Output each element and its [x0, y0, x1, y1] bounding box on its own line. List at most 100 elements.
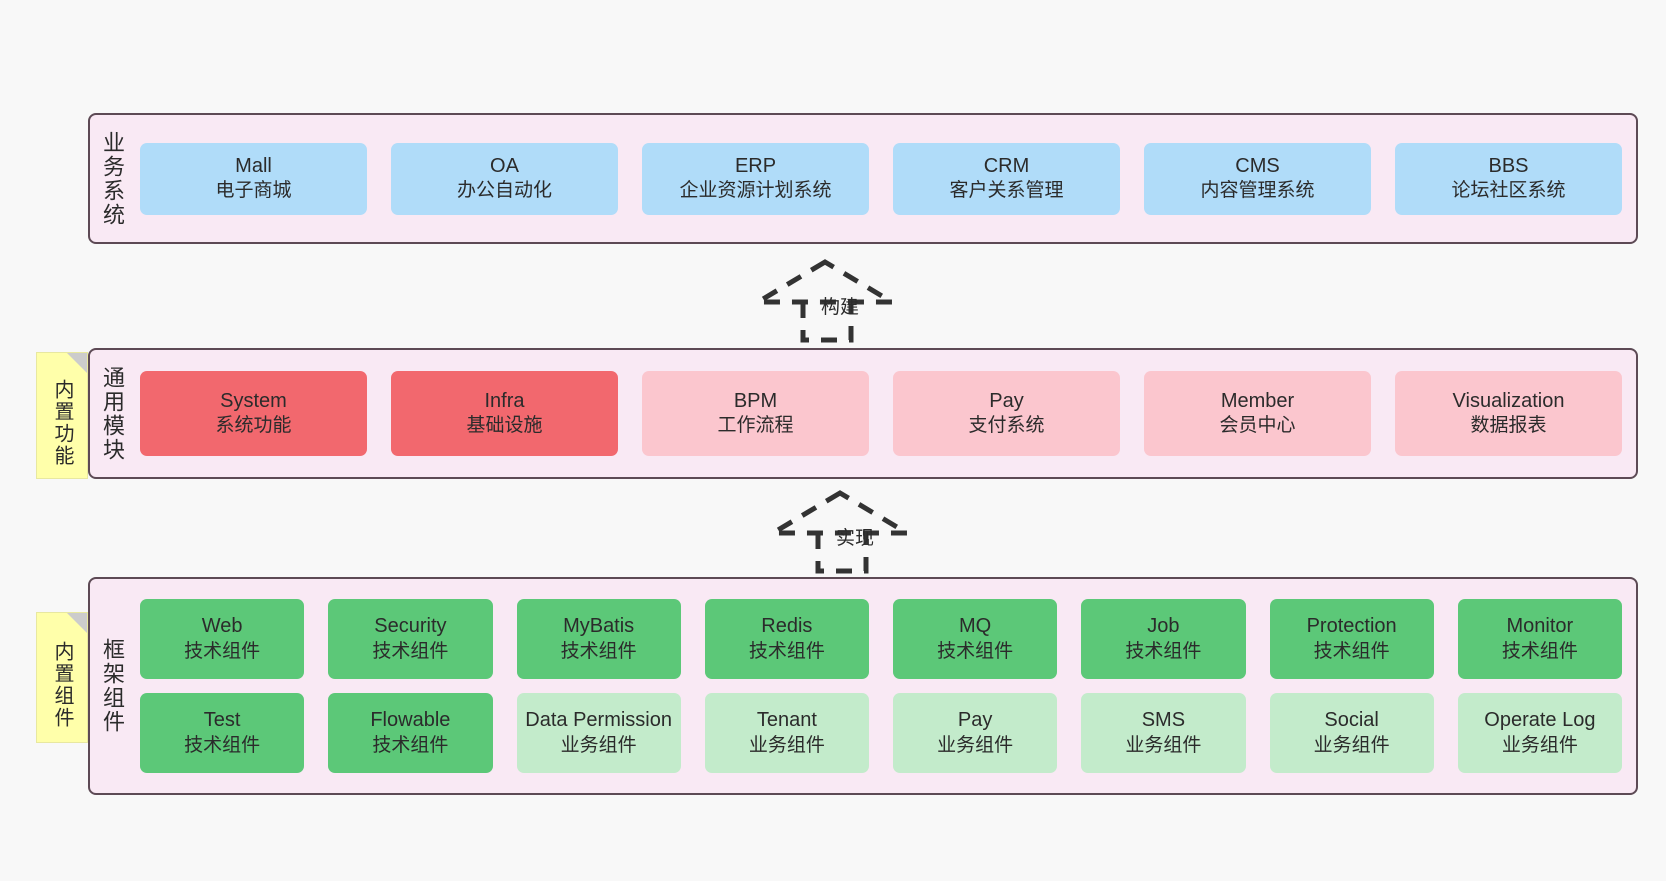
node-title: Security	[374, 615, 447, 638]
layer-title-modules: 通用模块	[99, 365, 125, 462]
sticky-note-label: 内置组件	[51, 640, 73, 729]
node-subtitle: 技术组件	[748, 640, 825, 662]
node-subtitle: 业务组件	[1501, 734, 1578, 756]
node-title: MQ	[959, 615, 992, 638]
node-job[interactable]: Job 技术组件	[1081, 599, 1246, 679]
node-test[interactable]: Test 技术组件	[140, 693, 305, 773]
sticky-note-builtin-components: 内置组件	[36, 612, 88, 743]
layer-body-framework: Web 技术组件 Security 技术组件 MyBatis 技术组件 Redi…	[134, 579, 1636, 793]
node-subtitle: 会员中心	[1219, 415, 1296, 437]
node-title: Flowable	[370, 709, 451, 732]
generalization-triangle-icon	[763, 490, 917, 536]
node-visualization[interactable]: Visualization 数据报表	[1395, 371, 1622, 456]
node-subtitle: 技术组件	[184, 734, 261, 756]
node-title: BBS	[1488, 154, 1529, 177]
layer-body-modules: System 系统功能 Infra 基础设施 BPM 工作流程 Pay 支付系统…	[134, 350, 1636, 477]
layer-row: System 系统功能 Infra 基础设施 BPM 工作流程 Pay 支付系统…	[140, 371, 1622, 456]
node-mall[interactable]: Mall 电子商城	[140, 142, 367, 215]
node-subtitle: 电子商城	[215, 180, 292, 202]
node-title: CRM	[983, 154, 1030, 177]
node-mq[interactable]: MQ 技术组件	[893, 599, 1058, 679]
node-oa[interactable]: OA 办公自动化	[391, 142, 618, 215]
node-title: Tenant	[756, 709, 817, 732]
node-flowable[interactable]: Flowable 技术组件	[328, 693, 493, 773]
node-title: ERP	[734, 154, 777, 177]
node-security[interactable]: Security 技术组件	[328, 599, 493, 679]
node-tenant[interactable]: Tenant 业务组件	[704, 693, 869, 773]
node-title: System	[220, 389, 287, 412]
node-title: Pay	[989, 389, 1024, 412]
node-subtitle: 技术组件	[372, 734, 449, 756]
node-pay-business[interactable]: Pay 业务组件	[893, 693, 1058, 773]
node-sms[interactable]: SMS 业务组件	[1081, 693, 1246, 773]
node-operate-log[interactable]: Operate Log 业务组件	[1457, 693, 1622, 773]
layer-row: Mall 电子商城 OA 办公自动化 ERP 企业资源计划系统 CRM 客户关系…	[140, 142, 1622, 215]
node-subtitle: 技术组件	[560, 640, 637, 662]
node-cms[interactable]: CMS 内容管理系统	[1144, 142, 1371, 215]
generalization-triangle-icon	[748, 259, 902, 305]
node-subtitle: 业务组件	[1125, 734, 1202, 756]
node-subtitle: 论坛社区系统	[1451, 180, 1566, 202]
node-title: Monitor	[1506, 615, 1574, 638]
layer-title-business: 业务系统	[99, 130, 125, 227]
node-subtitle: 技术组件	[184, 640, 261, 662]
node-subtitle: 业务组件	[560, 734, 637, 756]
node-title: Social	[1324, 709, 1379, 732]
node-title: Web	[201, 615, 243, 638]
node-web[interactable]: Web 技术组件	[140, 599, 305, 679]
node-subtitle: 业务组件	[937, 734, 1014, 756]
node-title: Data Permission	[525, 709, 672, 732]
node-subtitle: 基础设施	[466, 415, 543, 437]
sticky-note-builtin-features: 内置功能	[36, 352, 88, 479]
node-bbs[interactable]: BBS 论坛社区系统	[1395, 142, 1622, 215]
node-crm[interactable]: CRM 客户关系管理	[893, 142, 1120, 215]
node-system[interactable]: System 系统功能	[140, 371, 367, 456]
node-redis[interactable]: Redis 技术组件	[704, 599, 869, 679]
node-subtitle: 数据报表	[1470, 415, 1547, 437]
node-pay[interactable]: Pay 支付系统	[893, 371, 1120, 456]
node-title: CMS	[1235, 154, 1280, 177]
node-bpm[interactable]: BPM 工作流程	[642, 371, 869, 456]
layer-row: Test 技术组件 Flowable 技术组件 Data Permission …	[140, 693, 1622, 773]
node-title: Mall	[235, 154, 272, 177]
node-subtitle: 业务组件	[1313, 734, 1390, 756]
sticky-note-label: 内置功能	[51, 378, 73, 467]
layer-common-modules: 通用模块 System 系统功能 Infra 基础设施 BPM 工作流程 Pay…	[88, 348, 1638, 479]
node-subtitle: 技术组件	[1501, 640, 1578, 662]
node-subtitle: 支付系统	[968, 415, 1045, 437]
node-subtitle: 工作流程	[717, 415, 794, 437]
node-infra[interactable]: Infra 基础设施	[391, 371, 618, 456]
node-social[interactable]: Social 业务组件	[1269, 693, 1434, 773]
layer-framework-components: 框架组件 Web 技术组件 Security 技术组件 MyBatis 技术组件…	[88, 577, 1638, 795]
node-title: Pay	[957, 709, 993, 732]
node-subtitle: 系统功能	[215, 415, 292, 437]
node-subtitle: 技术组件	[937, 640, 1014, 662]
node-title: SMS	[1141, 709, 1186, 732]
connector-stem-icon	[800, 302, 854, 343]
node-protection[interactable]: Protection 技术组件	[1269, 599, 1434, 679]
layer-row: Web 技术组件 Security 技术组件 MyBatis 技术组件 Redi…	[140, 599, 1622, 679]
node-title: Visualization	[1452, 389, 1565, 412]
node-subtitle: 技术组件	[372, 640, 449, 662]
node-title: Job	[1147, 615, 1180, 638]
layer-body-business: Mall 电子商城 OA 办公自动化 ERP 企业资源计划系统 CRM 客户关系…	[134, 115, 1636, 242]
node-erp[interactable]: ERP 企业资源计划系统	[642, 142, 869, 215]
node-monitor[interactable]: Monitor 技术组件	[1457, 599, 1622, 679]
node-subtitle: 技术组件	[1313, 640, 1390, 662]
node-mybatis[interactable]: MyBatis 技术组件	[516, 599, 681, 679]
node-title: BPM	[733, 389, 778, 412]
node-subtitle: 内容管理系统	[1200, 180, 1315, 202]
node-title: MyBatis	[563, 615, 635, 638]
node-subtitle: 客户关系管理	[949, 180, 1064, 202]
node-title: Protection	[1306, 615, 1397, 638]
node-member[interactable]: Member 会员中心	[1144, 371, 1371, 456]
connector-stem-icon	[815, 533, 869, 574]
node-title: Member	[1220, 389, 1295, 412]
node-title: Test	[203, 709, 241, 732]
node-subtitle: 企业资源计划系统	[679, 180, 832, 202]
node-data-permission[interactable]: Data Permission 业务组件	[516, 693, 681, 773]
node-subtitle: 业务组件	[748, 734, 825, 756]
node-subtitle: 技术组件	[1125, 640, 1202, 662]
node-title: OA	[490, 154, 519, 177]
